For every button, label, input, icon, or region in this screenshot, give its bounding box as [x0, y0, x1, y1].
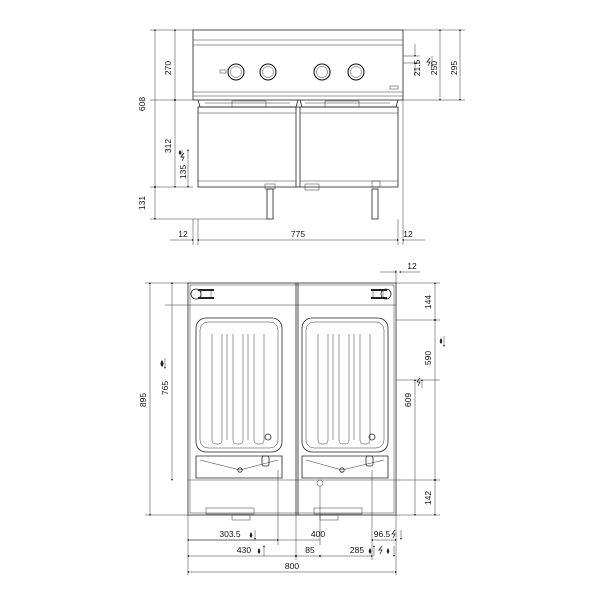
dim-top-depth-total: 895 — [138, 393, 148, 407]
dim-top-width-total: 800 — [285, 561, 299, 571]
control-knob — [313, 63, 331, 81]
control-knob — [259, 63, 277, 81]
water-inlet-icon — [257, 545, 265, 556]
dim-front-right-total: 295 — [449, 61, 459, 75]
dim-front-leg-height: 131 — [137, 196, 147, 210]
dim-front-right-margin: 12 — [403, 229, 413, 239]
dim-front-right-small: 21.5 — [412, 59, 422, 76]
dim-top-drain-right: 96.5 — [374, 529, 391, 539]
heating-element-right — [317, 334, 376, 445]
fryer-well-right — [301, 317, 389, 453]
electrical-connection-icon — [378, 545, 383, 555]
front-view: 608 270 312 135 131 21.5 250 295 — [137, 29, 465, 245]
dim-top-drain-left: 303.5 — [219, 529, 241, 539]
dim-top-right-edge: 12 — [407, 261, 417, 271]
gas-icon — [160, 358, 166, 369]
dim-front-mid-section: 312 — [163, 139, 173, 153]
control-panel — [192, 29, 404, 101]
dim-top-water-left: 430 — [237, 545, 251, 555]
dim-front-pipe-height: 135 — [178, 165, 188, 179]
dim-top-elec-right: 285 — [350, 545, 364, 555]
dim-top-right-609: 609 — [403, 393, 413, 407]
dim-top-bottom-offset: 142 — [423, 491, 433, 505]
control-knob — [347, 63, 365, 81]
dim-front-top-section: 270 — [163, 61, 173, 75]
dim-top-right-590: 590 — [423, 351, 433, 365]
dim-top-depth-inner: 765 — [160, 381, 170, 395]
dim-front-right-mid: 250 — [429, 61, 439, 75]
fryer-well-left — [195, 317, 283, 453]
top-body — [187, 282, 397, 516]
leg — [371, 188, 379, 220]
dim-front-height-total: 608 — [137, 97, 147, 111]
dim-top-offset: 144 — [423, 295, 433, 309]
heating-element-left — [211, 334, 272, 445]
control-knob — [227, 63, 245, 81]
dim-front-left-margin: 12 — [178, 229, 188, 239]
drain-icon — [439, 336, 445, 347]
leg — [266, 188, 274, 220]
gas-icon — [368, 545, 375, 556]
drain-icon — [249, 530, 256, 540]
drain-icon — [391, 529, 402, 540]
top-view: 895 765 144 590 609 142 12 — [138, 261, 445, 575]
dim-top-drain-center: 400 — [311, 529, 325, 539]
electrical-connection-icon — [426, 56, 433, 67]
dim-top-water-gap: 85 — [305, 545, 315, 555]
drain-icon — [386, 546, 395, 557]
electrical-connection-icon — [180, 152, 185, 162]
dim-front-width: 775 — [291, 229, 305, 239]
cabinet — [197, 106, 399, 188]
water-inlet-icon — [416, 377, 423, 388]
